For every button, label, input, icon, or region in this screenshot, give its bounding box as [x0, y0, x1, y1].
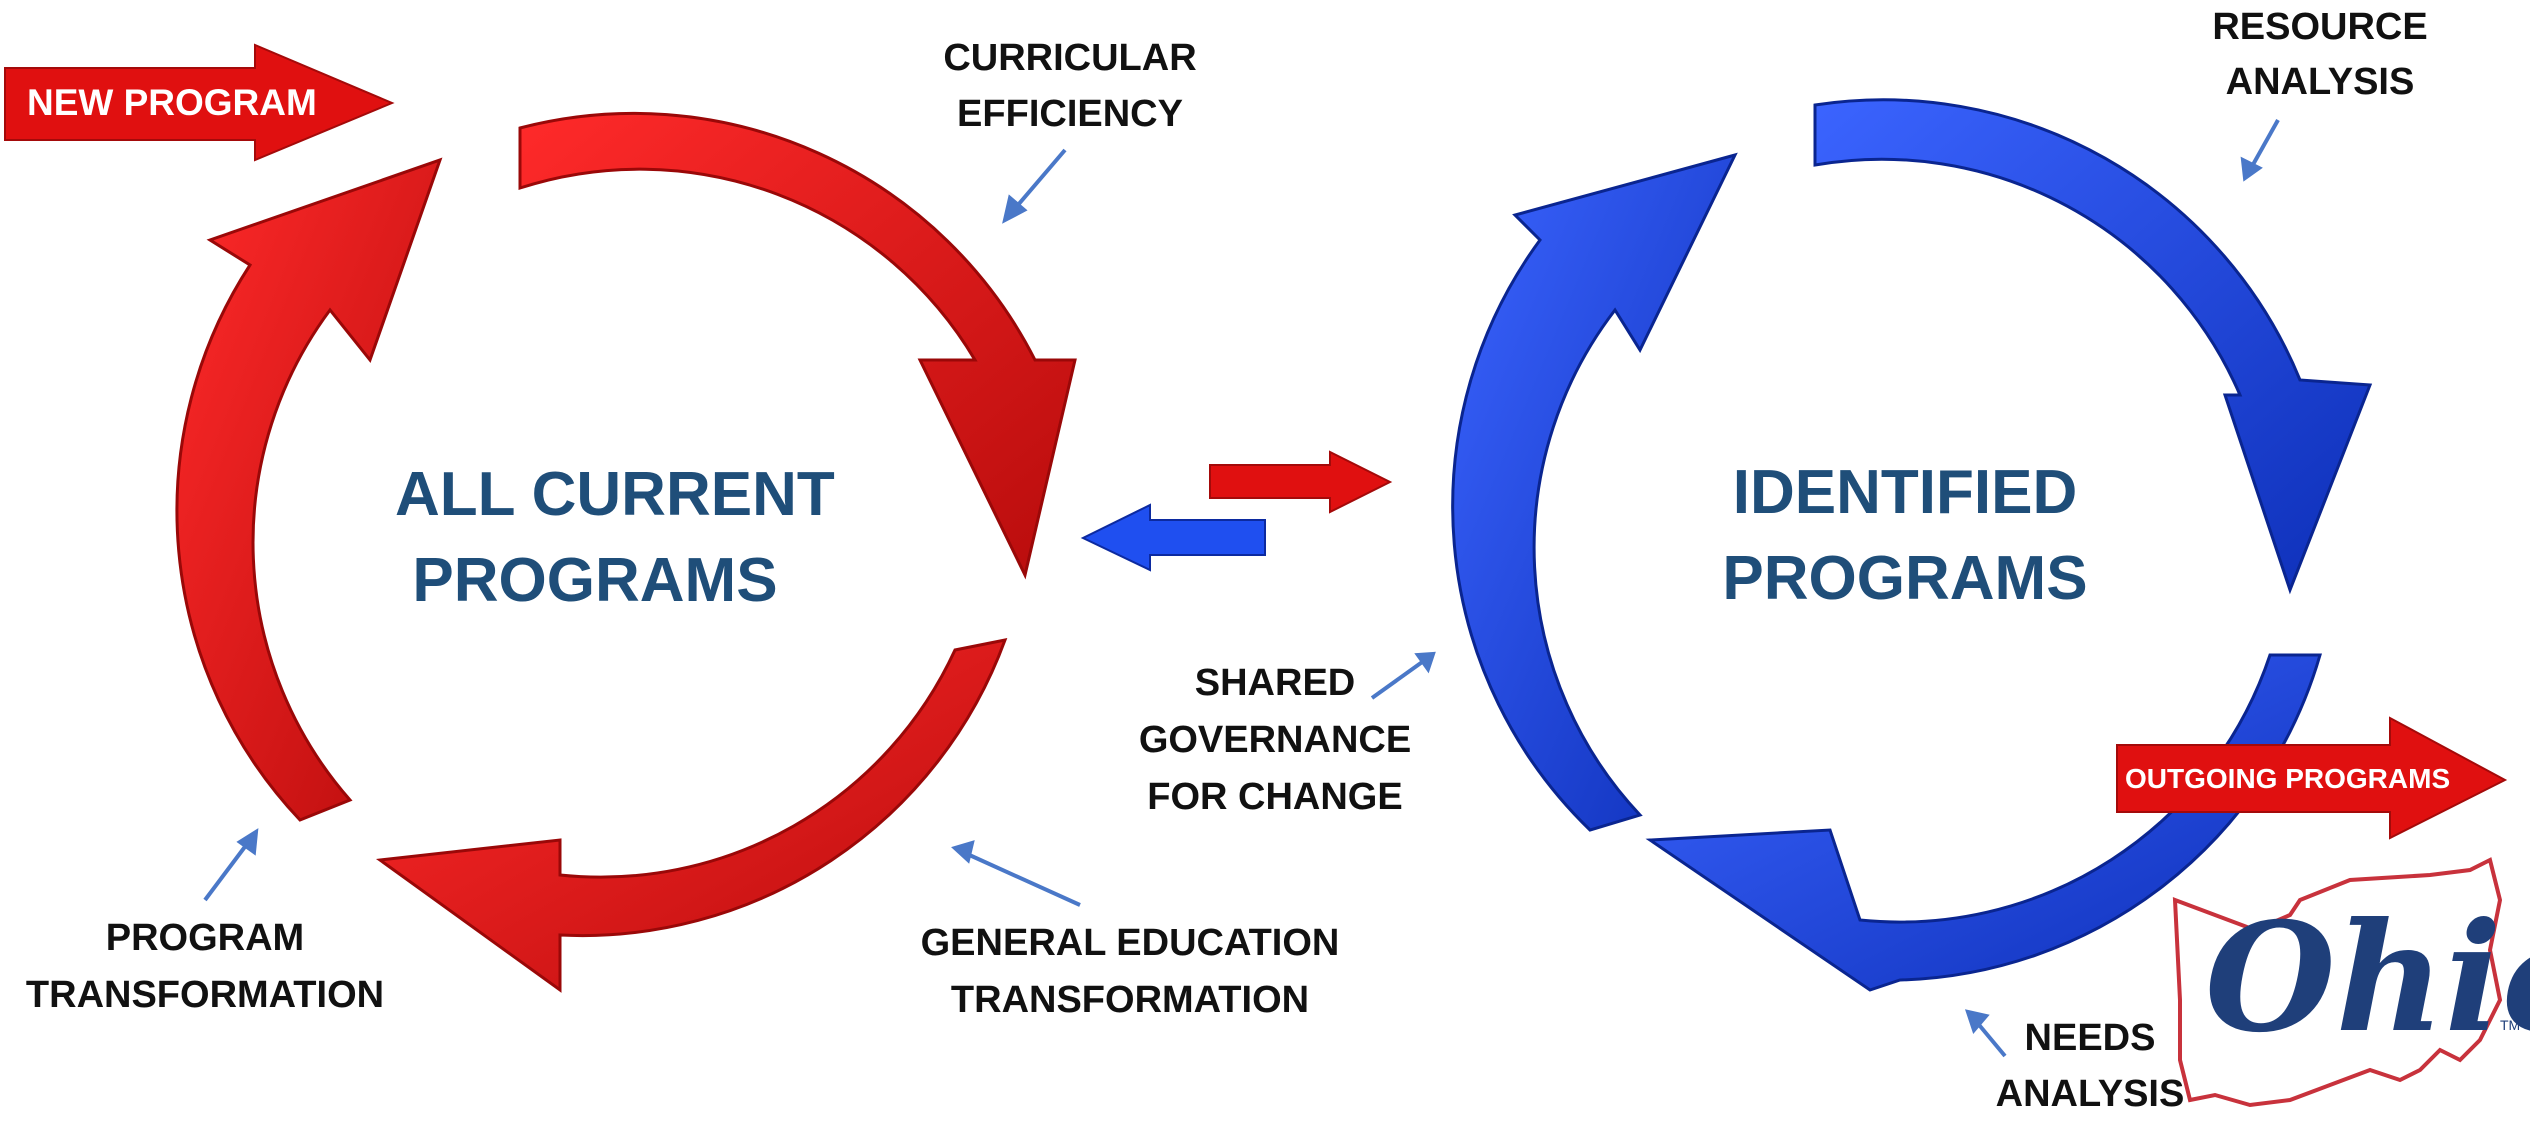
resource-line-2: ANALYSIS — [2225, 61, 2415, 103]
needs-analysis-label: NEEDS ANALYSIS — [1960, 1010, 2220, 1122]
ohio-state-outline — [2172, 857, 2503, 1108]
pointer-program-transformation — [203, 838, 252, 902]
left-cycle-arrow-left — [175, 157, 443, 822]
right-title-line-1: IDENTIFIED — [1732, 458, 2078, 527]
pointer-lines — [203, 119, 2280, 1058]
exchange-arrow-right — [1209, 450, 1393, 514]
general-education-line-1: GENERAL EDUCATION — [920, 922, 1340, 964]
ohio-logo: Ohio TM — [2172, 857, 2530, 1108]
general-education-line-2: TRANSFORMATION — [950, 979, 1310, 1021]
resource-line-1: RESOURCE — [2212, 6, 2428, 48]
curricular-line-2: EFFICIENCY — [957, 93, 1183, 135]
right-cycle-arrow-top — [1813, 98, 2373, 595]
pointer-general-education-head — [951, 840, 975, 864]
left-title-line-1: ALL CURRENT — [395, 460, 835, 529]
needs-line-1: NEEDS — [2024, 1017, 2156, 1059]
pointer-resource — [2248, 119, 2280, 171]
right-cycle-arrow-left — [1451, 152, 1738, 832]
program-line-1: PROGRAM — [105, 917, 305, 959]
shared-governance-line-3: FOR CHANGE — [1147, 776, 1403, 818]
left-title-line-2: PROGRAMS — [412, 546, 778, 615]
new-program-arrow — [4, 43, 395, 162]
needs-line-2: ANALYSIS — [1995, 1073, 2185, 1115]
left-cycle-arrow-top — [518, 111, 1077, 580]
pointer-shared-governance — [1370, 658, 1427, 700]
shared-governance-label: SHARED GOVERNANCE FOR CHANGE — [1110, 655, 1440, 826]
program-transformation-label: PROGRAM TRANSFORMATION — [5, 910, 405, 1024]
exchange-arrow-left — [1080, 503, 1266, 572]
outgoing-programs-arrow — [2116, 716, 2508, 840]
left-cycle-arrow-bottom — [375, 638, 1008, 993]
pointer-shared-governance-head — [1414, 651, 1436, 674]
pointer-curricular — [1010, 148, 1067, 214]
curricular-line-1: CURRICULAR — [943, 37, 1197, 79]
general-education-label: GENERAL EDUCATION TRANSFORMATION — [890, 915, 1370, 1029]
outgoing-programs-label: OUTGOING PROGRAMS — [2125, 763, 2451, 794]
pointer-program-transformation-head — [236, 828, 259, 856]
pointer-general-education — [964, 851, 1081, 907]
shared-governance-line-2: GOVERNANCE — [1138, 719, 1412, 761]
ohio-logo-wordmark: Ohio — [2205, 890, 2530, 1066]
right-cycle-center-title: IDENTIFIED PROGRAMS — [1705, 450, 2105, 622]
left-cycle-arrows — [175, 111, 1077, 993]
curricular-efficiency-label: CURRICULAR EFFICIENCY — [890, 30, 1250, 142]
left-cycle-center-title: ALL CURRENT PROGRAMS — [395, 452, 835, 624]
resource-analysis-label: RESOURCE ANALYSIS — [2160, 0, 2480, 110]
pointer-resource-head — [2240, 156, 2263, 182]
right-title-line-2: PROGRAMS — [1722, 544, 2088, 613]
new-program-label: NEW PROGRAM — [27, 82, 317, 123]
pointer-curricular-head — [1002, 194, 1028, 224]
program-line-2: TRANSFORMATION — [25, 974, 385, 1016]
pointer-needs-head — [1964, 1009, 1990, 1034]
ohio-logo-trademark: TM — [2500, 1017, 2520, 1033]
right-cycle-arrows — [1451, 98, 2373, 992]
shared-governance-line-1: SHARED — [1194, 662, 1356, 704]
